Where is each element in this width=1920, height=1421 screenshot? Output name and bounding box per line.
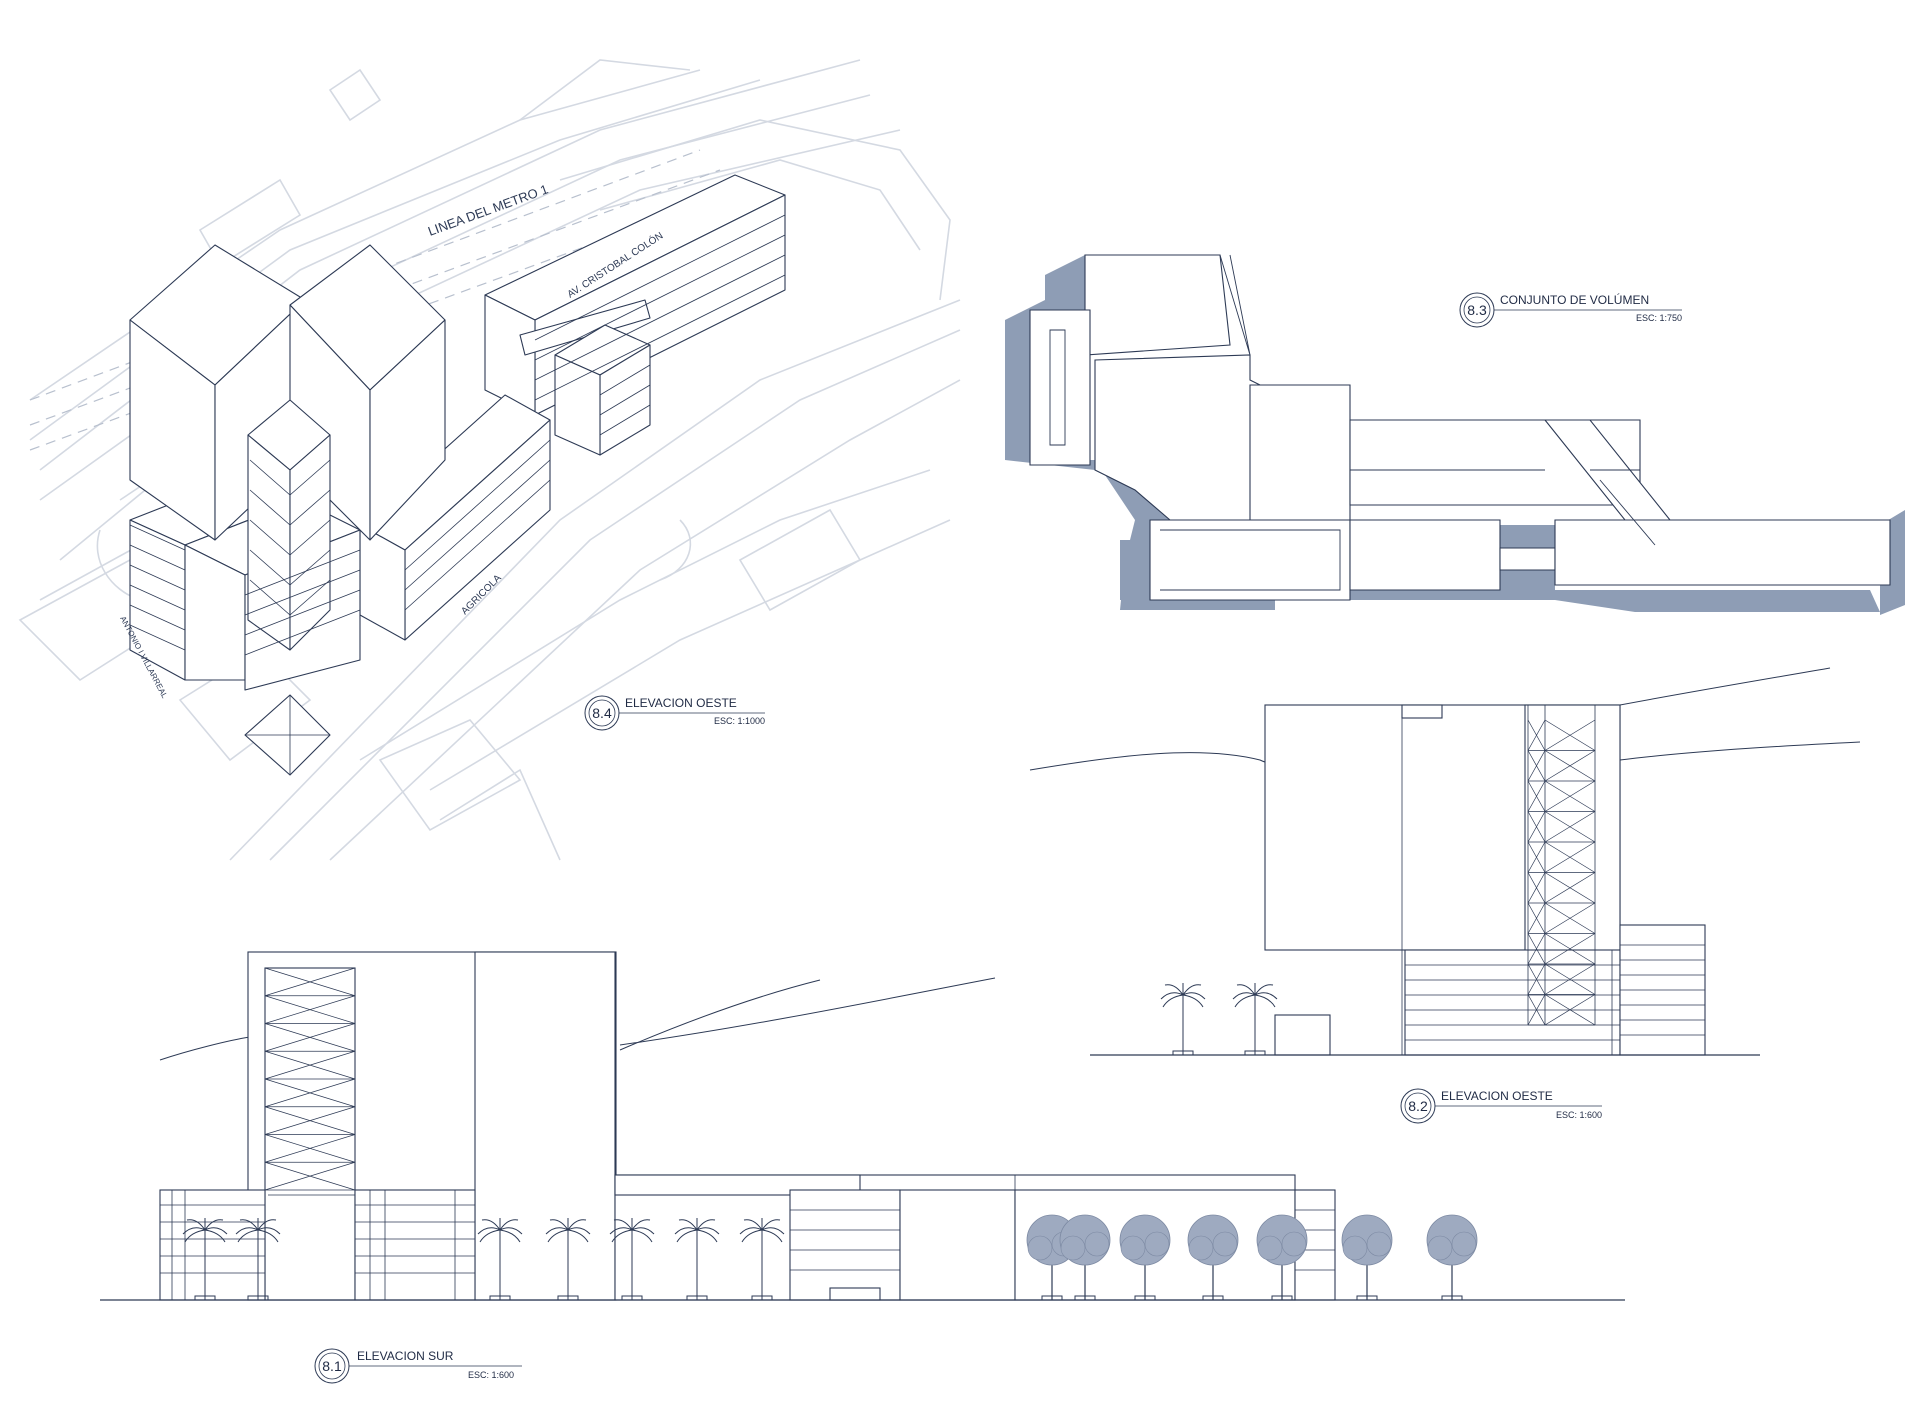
vegetation xyxy=(182,983,1478,1301)
volume-edges xyxy=(1049,254,1656,591)
view-number: 8.2 xyxy=(1408,1098,1428,1114)
view-label-8-2: 8.2 ELEVACION OESTE ESC: 1:600 xyxy=(1400,1088,1602,1124)
view-label-8-1: 8.1 ELEVACION SUR ESC: 1:600 xyxy=(314,1348,522,1384)
west-details xyxy=(1401,705,1705,1055)
south-elevation: 8.1 ELEVACION SUR ESC: 1:600 xyxy=(100,951,1625,1384)
palm-tree-icon xyxy=(182,1218,228,1301)
street-label-metro: LINEA DEL METRO 1 xyxy=(426,181,550,238)
palm-tree-icon xyxy=(1232,983,1278,1056)
west-building xyxy=(1264,704,1706,1056)
view-number: 8.4 xyxy=(592,705,612,721)
view-scale: ESC: 1:750 xyxy=(1636,313,1682,323)
view-title: ELEVACION OESTE xyxy=(625,696,737,710)
isometric-buildings xyxy=(129,174,786,776)
view-label-8-3: 8.3 CONJUNTO DE VOLÚMEN ESC: 1:750 xyxy=(1459,292,1682,328)
palm-tree-icon xyxy=(545,1218,591,1301)
south-sky-lines xyxy=(159,977,996,1061)
palm-tree-icon xyxy=(609,1218,655,1301)
south-bracing xyxy=(264,967,356,1191)
volume-blocks xyxy=(1029,254,1891,601)
tower-bracing xyxy=(129,214,786,775)
view-title: ELEVACION SUR xyxy=(357,1349,454,1363)
view-title: CONJUNTO DE VOLÚMEN xyxy=(1500,292,1649,307)
palm-tree-icon xyxy=(477,1218,523,1301)
view-label-8-4: 8.4 ELEVACION OESTE ESC: 1:1000 xyxy=(584,695,765,731)
palm-tree-icon xyxy=(1160,983,1206,1056)
view-scale: ESC: 1:600 xyxy=(1556,1110,1602,1120)
view-scale: ESC: 1:600 xyxy=(468,1370,514,1380)
view-scale: ESC: 1:1000 xyxy=(714,716,765,726)
isometric-site-view: LINEA DEL METRO 1 AV. CRISTOBAL COLÓN AG… xyxy=(18,59,961,861)
palm-tree-icon xyxy=(674,1218,720,1301)
tree-icon xyxy=(1187,1214,1239,1301)
volume-plan: 8.3 CONJUNTO DE VOLÚMEN ESC: 1:750 xyxy=(1005,254,1905,615)
south-details xyxy=(160,1175,1335,1300)
tree-icon xyxy=(1059,1214,1111,1301)
palm-tree-icon xyxy=(235,1218,281,1301)
palm-tree-icon xyxy=(739,1218,785,1301)
west-bracing xyxy=(1527,719,1596,1026)
tree-icon xyxy=(1256,1214,1308,1301)
west-elevation: 8.2 ELEVACION OESTE ESC: 1:600 xyxy=(1029,667,1861,1124)
tree-icon xyxy=(1426,1214,1478,1301)
view-number: 8.3 xyxy=(1467,302,1487,318)
view-title: ELEVACION OESTE xyxy=(1441,1089,1553,1103)
view-number: 8.1 xyxy=(322,1358,342,1374)
tree-icon xyxy=(1341,1214,1393,1301)
tree-icon xyxy=(1119,1214,1171,1301)
